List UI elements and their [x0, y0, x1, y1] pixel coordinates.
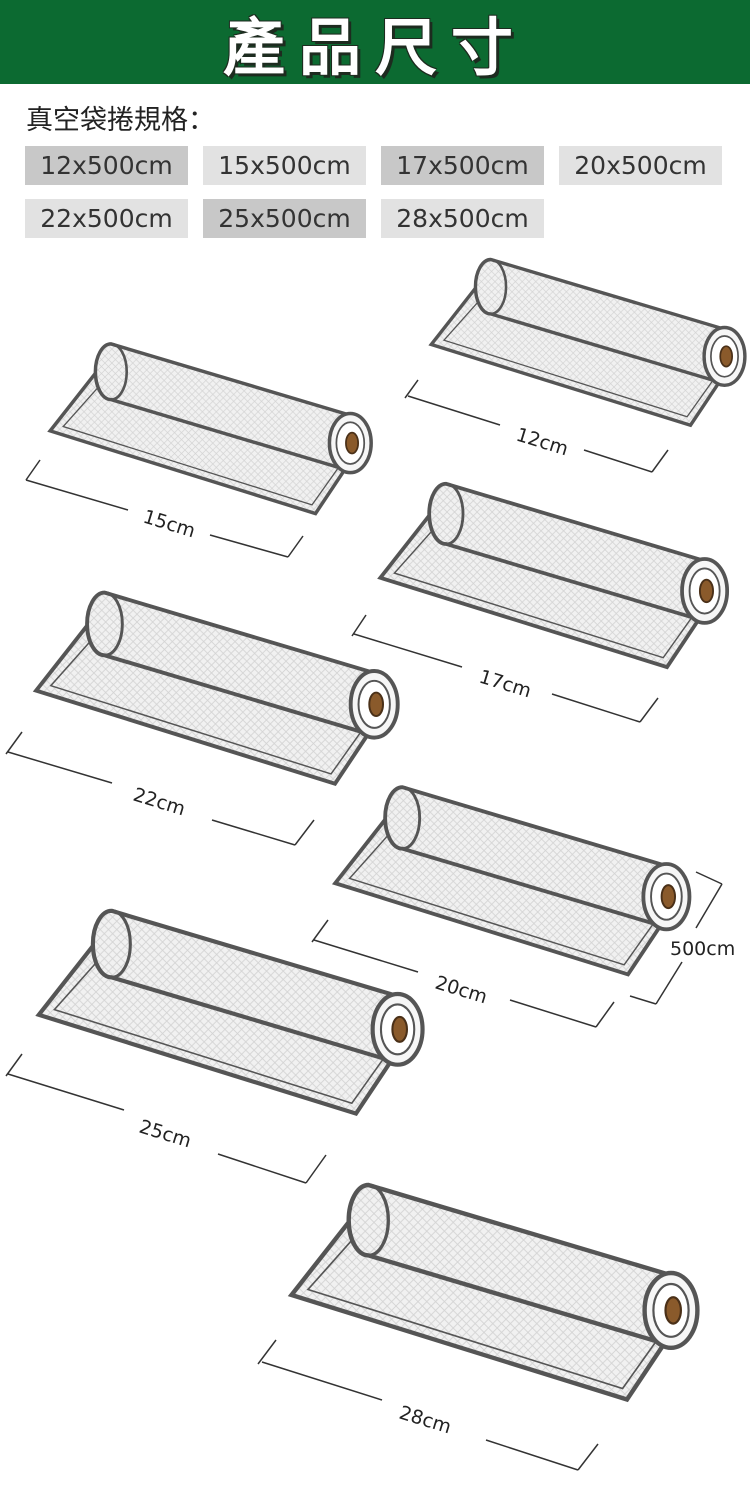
spec-title: 真空袋捲規格： — [26, 105, 215, 136]
banner-title: 產品尺寸 — [222, 11, 527, 84]
size-chip: 22x500cm — [25, 199, 188, 238]
roll-15cm: 15cm — [25, 342, 373, 558]
roll-width-label: 22cm — [131, 784, 188, 821]
roll-length-label: 500cm — [670, 938, 735, 960]
size-chip: 25x500cm — [203, 199, 366, 238]
roll-width-label: 25cm — [137, 1116, 194, 1153]
size-chip: 28x500cm — [381, 199, 544, 238]
size-chip: 17x500cm — [381, 146, 544, 185]
roll-17cm: 17cm — [351, 481, 730, 723]
roll-width-label: 12cm — [514, 424, 571, 461]
roll-width-label: 20cm — [433, 972, 490, 1009]
roll-width-label: 17cm — [477, 666, 534, 703]
roll-12cm: 12cm — [404, 257, 747, 473]
roll-width-label: 28cm — [397, 1402, 454, 1439]
roll-width-label: 15cm — [141, 506, 198, 543]
size-chip: 12x500cm — [25, 146, 188, 185]
size-chip: 20x500cm — [559, 146, 722, 185]
roll-22cm: 22cm — [5, 590, 400, 846]
roll-25cm: 25cm — [5, 911, 423, 1184]
size-chip: 15x500cm — [203, 146, 366, 185]
header-banner: 產品尺寸 — [0, 0, 750, 84]
roll-28cm: 28cm — [257, 1185, 697, 1471]
